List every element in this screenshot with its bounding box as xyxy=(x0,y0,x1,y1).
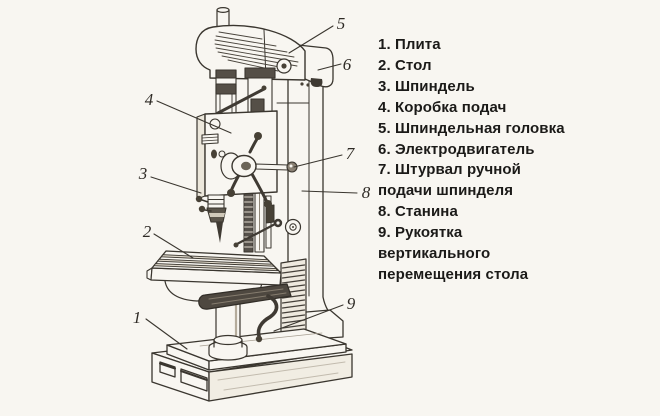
callout-8: 8 xyxy=(362,183,371,202)
leader-1 xyxy=(145,318,188,350)
table-clamp-rod xyxy=(235,221,279,246)
leader-2 xyxy=(153,233,194,259)
callout-6: 6 xyxy=(343,55,352,74)
spindle-sleeve-and-quill xyxy=(215,67,276,115)
legend-line-2: 2. Стол xyxy=(378,56,432,74)
table-lift-handle xyxy=(255,294,279,343)
leader-9 xyxy=(273,304,344,332)
drill-press-diagram: 1 2 3 4 5 6 7 8 9 xyxy=(133,6,371,402)
legend-line-4: 4. Коробка подач xyxy=(378,98,507,116)
column-knob xyxy=(284,218,302,236)
leader-4 xyxy=(156,100,232,134)
legend-line-9b: вертикального xyxy=(378,245,491,263)
spindle-head xyxy=(195,6,334,88)
leader-8 xyxy=(301,190,358,194)
leader-3 xyxy=(150,176,202,194)
legend-line-7b: подачи шпинделя xyxy=(378,182,514,200)
callout-4: 4 xyxy=(145,90,154,109)
callout-2: 2 xyxy=(143,222,152,241)
handwheel xyxy=(220,132,298,208)
spindle-rack-and-guides xyxy=(233,191,302,253)
callout-7: 7 xyxy=(346,144,356,163)
table-t-slots xyxy=(153,254,279,272)
parts-legend: 1. Плита 2. Стол 3. Шпиндель 4. Коробка … xyxy=(378,35,648,286)
base-plate xyxy=(151,328,353,402)
table-support-column xyxy=(208,297,248,361)
head-shading xyxy=(214,31,299,72)
callout-numbers: 1 2 3 4 5 6 7 8 9 xyxy=(133,14,371,327)
leader-7 xyxy=(293,154,343,168)
drill-press-figure: 1 2 3 4 5 6 7 8 9 xyxy=(133,6,371,402)
legend-line-1: 1. Плита xyxy=(378,36,441,53)
handwheel-shaft xyxy=(255,163,289,171)
callout-5: 5 xyxy=(337,14,346,33)
legend-line-7: 7. Штурвал ручной xyxy=(378,161,521,179)
depth-stop-pins xyxy=(195,195,212,213)
leader-6 xyxy=(317,63,342,71)
callout-3: 3 xyxy=(138,164,148,183)
legend-line-9: 9. Рукоятка xyxy=(378,224,463,242)
nameplate xyxy=(201,133,219,145)
base-slot xyxy=(180,368,208,392)
legend-line-3: 3. Шпиндель xyxy=(378,77,475,95)
depth-stop-lever xyxy=(216,87,266,115)
handwheel-spoke xyxy=(250,172,269,204)
legend-line-8: 8. Станина xyxy=(378,203,458,221)
legend-line-9c: перемещения стола xyxy=(378,265,529,283)
legend-line-5: 5. Шпиндельная головка xyxy=(378,119,565,137)
drill-bit xyxy=(216,222,223,243)
base-slot xyxy=(159,361,176,378)
callout-9: 9 xyxy=(347,294,356,313)
leader-5 xyxy=(288,25,334,54)
table-clamp-arm xyxy=(198,283,292,310)
handwheel-spoke xyxy=(248,137,259,154)
spindle xyxy=(195,194,227,243)
callout-leaders xyxy=(145,25,358,350)
callout-1: 1 xyxy=(133,308,142,327)
legend-line-6: 6. Электродвигатель xyxy=(378,140,535,158)
motor xyxy=(297,44,334,88)
